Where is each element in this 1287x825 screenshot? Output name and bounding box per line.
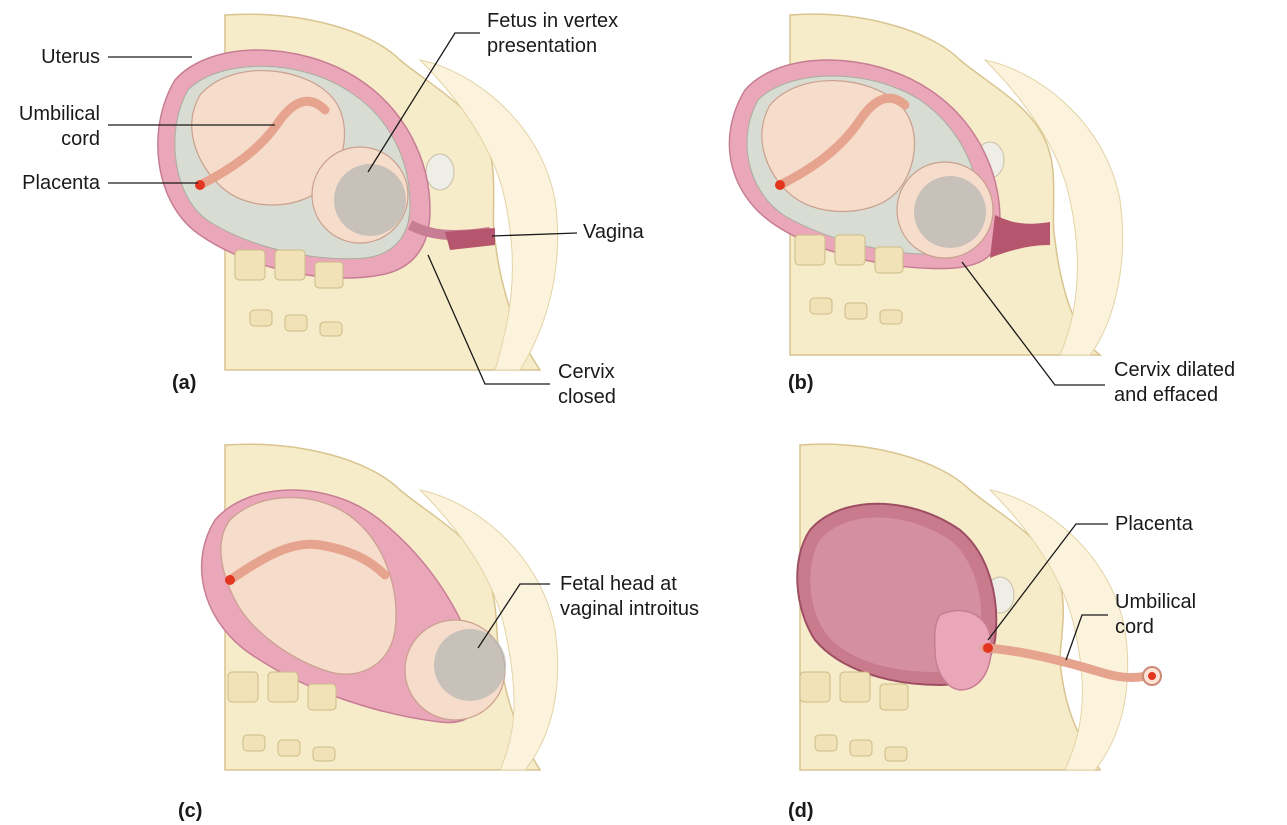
label-a-fetus-line1: Fetus in vertex [487, 10, 619, 32]
label-b-cervix: Cervix dilated and effaced [1114, 358, 1235, 408]
panel-b-umbilical-cord [775, 93, 910, 190]
label-a-placenta: Placenta [22, 172, 100, 194]
label-d-umbilical-cord-line2: cord [1115, 616, 1154, 638]
panel-d-delivered-placenta [933, 609, 992, 691]
label-a-cervix: Cervix closed [558, 360, 616, 410]
label-a-cervix-line1: Cervix [558, 361, 615, 383]
panel-c-buttock [418, 489, 559, 771]
panel-b-tag: (b) [788, 372, 814, 394]
label-a-fetus-line2: presentation [487, 35, 598, 57]
panel-d-spine [799, 671, 909, 762]
label-b-cervix-line2: and effaced [1114, 384, 1219, 406]
panel-b-dilated-cervix [990, 215, 1050, 258]
panel-d-umbilical-cord [980, 643, 1155, 683]
label-d-umbilical-cord: Umbilical cord [1115, 590, 1196, 640]
panel-b-placenta-dot [775, 180, 785, 190]
panel-a-buttock [418, 59, 559, 371]
panel-d-placenta-dot [983, 643, 993, 653]
panel-c-fetus-head-shadow [434, 629, 506, 701]
panel-b-spine [794, 234, 904, 325]
label-d-umbilical-cord-line1: Umbilical [1115, 591, 1197, 613]
panel-c-spine [227, 671, 337, 762]
panel-a-placenta-dot [195, 180, 205, 190]
panel-c-tag: (c) [178, 800, 203, 822]
label-d-placenta: Placenta [1115, 513, 1193, 535]
panel-b-fetus-head-shadow [914, 176, 986, 248]
leader-d-placenta [987, 523, 1108, 641]
panel-a-pubic-bone [425, 153, 455, 191]
panel-c-umbilical-cord [225, 539, 390, 585]
label-a-umbilical-cord: Umbilical cord [0, 102, 100, 152]
panel-d-tag: (d) [788, 800, 814, 822]
label-a-umbilical-cord-line2: cord [61, 128, 100, 150]
panel-d-illustration [796, 443, 1162, 771]
panel-b-illustration [728, 13, 1124, 356]
panel-c-illustration [200, 443, 559, 771]
label-c-fetal-head: Fetal head at vaginal introitus [560, 572, 699, 622]
leader-a-cervix [427, 254, 550, 385]
panel-d-cord-end-dot [1148, 672, 1156, 680]
leader-a-fetus [367, 32, 480, 173]
panel-c-fetus-body [220, 497, 397, 675]
panel-a-tag: (a) [172, 372, 197, 394]
label-c-fetal-head-line2: vaginal introitus [560, 598, 699, 620]
panel-c-placenta-dot [225, 575, 235, 585]
panel-a-spine [234, 249, 344, 337]
leader-b-cervix [961, 261, 1105, 386]
label-a-uterus: Uterus [41, 46, 100, 68]
label-a-umbilical-cord-line1: Umbilical [18, 103, 100, 125]
panel-a-umbilical-cord [195, 96, 330, 190]
panel-d-buttock [988, 489, 1129, 771]
panel-a-vagina [445, 228, 495, 250]
label-a-cervix-line2: closed [558, 386, 616, 408]
label-c-fetal-head-line1: Fetal head at [560, 573, 677, 595]
leader-a-vagina [491, 232, 578, 237]
label-a-fetus: Fetus in vertex presentation [487, 9, 618, 59]
panel-b-buttock [983, 59, 1124, 356]
panel-a-fetus-head-shadow [334, 164, 406, 236]
label-a-vagina: Vagina [583, 221, 644, 243]
leader-lines [108, 32, 1108, 661]
leader-d-umbilical-cord [1065, 614, 1108, 661]
leader-c-fetal-head [477, 583, 550, 649]
panel-a-illustration [157, 13, 559, 371]
label-b-cervix-line1: Cervix dilated [1114, 359, 1236, 381]
